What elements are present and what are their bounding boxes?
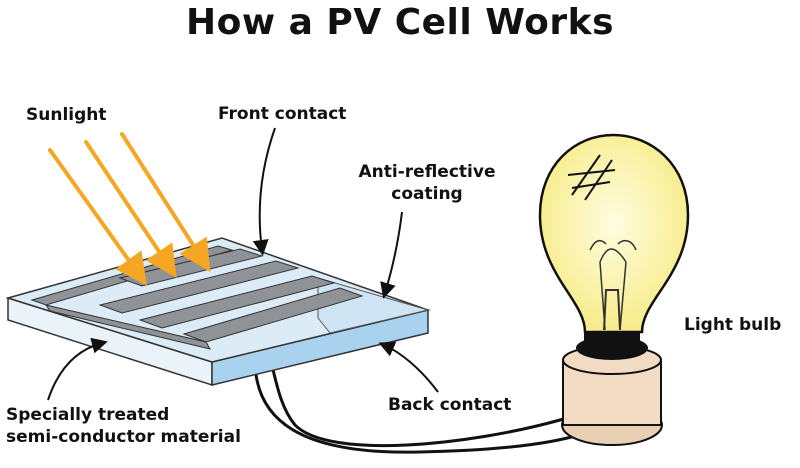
- label-light-bulb: Light bulb: [684, 315, 782, 335]
- label-semiconductor-line2: semi-conductor material: [6, 427, 241, 447]
- bulb-glass: [538, 133, 690, 334]
- pv-panel: [5, 237, 431, 387]
- grid-busbar-bottom: [44, 304, 212, 350]
- page-title: How a PV Cell Works: [185, 2, 615, 43]
- grid-finger-4: [182, 287, 364, 343]
- label-semiconductor-line1: Specially treated: [6, 405, 170, 425]
- label-semiconductor-material: Specially treated semi-conductor materia…: [6, 404, 241, 448]
- bulb-filament: [589, 239, 637, 331]
- grid-finger-2: [98, 260, 300, 314]
- bulb-highlight: [567, 154, 616, 201]
- arrow-anti-reflective: [380, 211, 403, 299]
- label-anti-reflective-coating: Anti-reflective coating: [352, 161, 502, 205]
- label-anti-reflective-line1: Anti-reflective: [358, 162, 496, 182]
- light-bulb: [538, 133, 690, 446]
- arrow-back-contact: [378, 341, 439, 393]
- label-back-contact: Back contact: [388, 395, 512, 415]
- label-sunlight: Sunlight: [26, 105, 107, 125]
- arrow-front-contact: [252, 127, 276, 256]
- label-anti-reflective-line2: coating: [391, 184, 463, 204]
- arrow-semiconductor: [47, 337, 108, 401]
- label-front-contact: Front contact: [218, 104, 347, 124]
- sunlight-rays: [48, 132, 211, 286]
- grid-finger-3: [138, 275, 336, 329]
